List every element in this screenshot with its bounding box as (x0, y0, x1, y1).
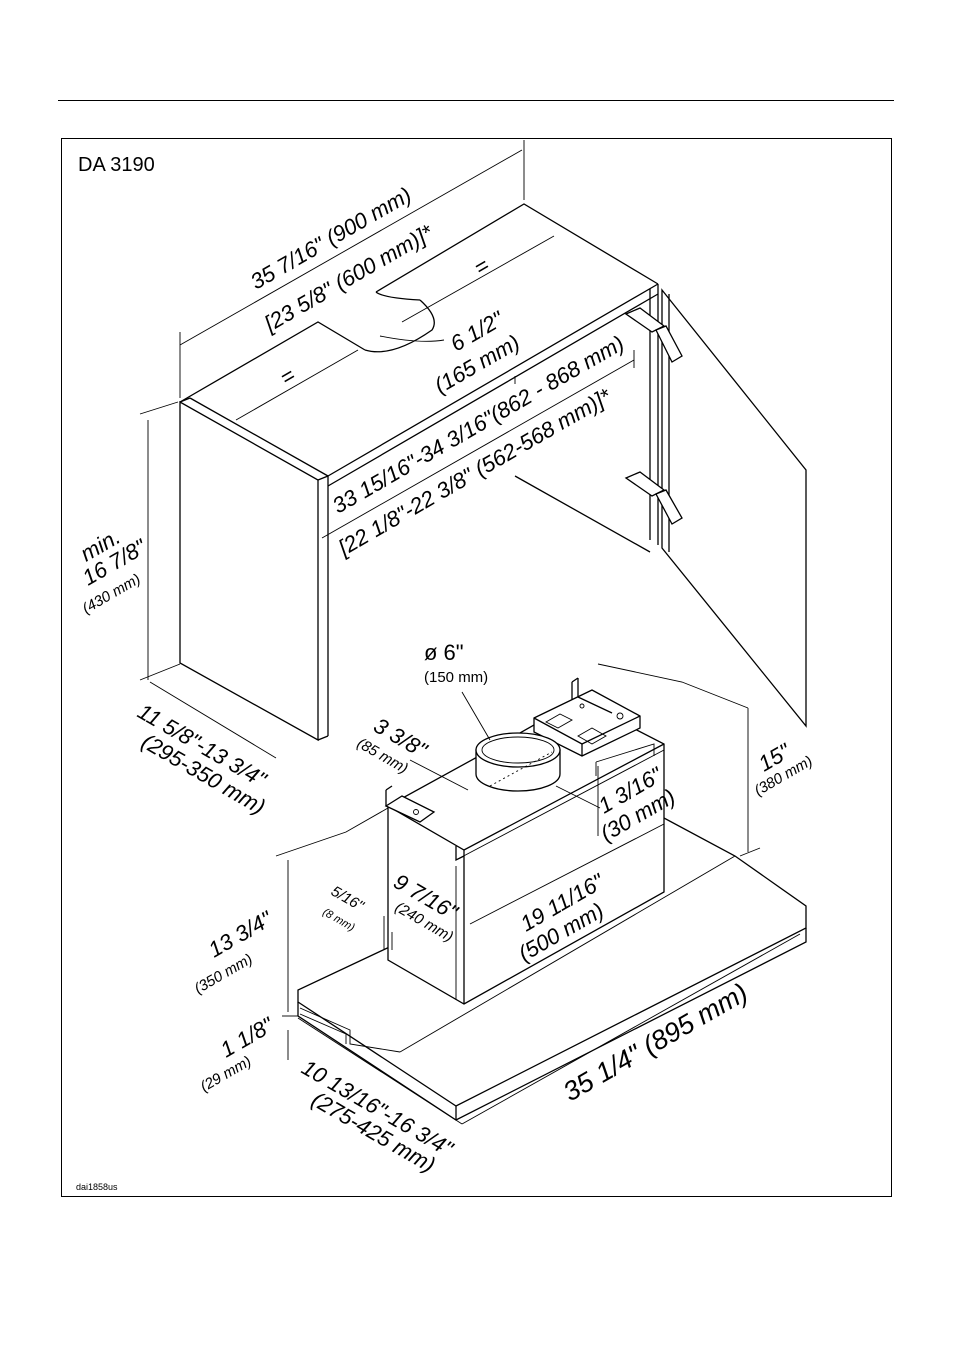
dimension-lines (139, 140, 801, 1125)
duct-diameter-label: ø 6" (424, 640, 464, 665)
model-title: DA 3190 (78, 154, 155, 176)
control-box (533, 689, 641, 757)
equal-mark-right: = (470, 252, 494, 280)
left-bracket (384, 795, 436, 823)
cabinet-top-edge (179, 321, 366, 403)
header-rule (58, 100, 894, 101)
cabinet-left-panel (179, 400, 319, 742)
hood-canopy (297, 817, 807, 1107)
lower-hinge (624, 471, 666, 497)
range-hood (297, 677, 807, 1121)
cabinet-door (624, 288, 807, 728)
duct-collar (475, 732, 561, 792)
upper-hinge (624, 307, 666, 333)
drawing-frame (61, 138, 892, 1197)
canopy-height-label: 1 1/8" (216, 1012, 279, 1063)
duct-diameter-mm-label: (150 mm) (424, 669, 488, 686)
equal-mark-left: = (276, 362, 300, 390)
reference-code: dai1858us (76, 1182, 118, 1192)
